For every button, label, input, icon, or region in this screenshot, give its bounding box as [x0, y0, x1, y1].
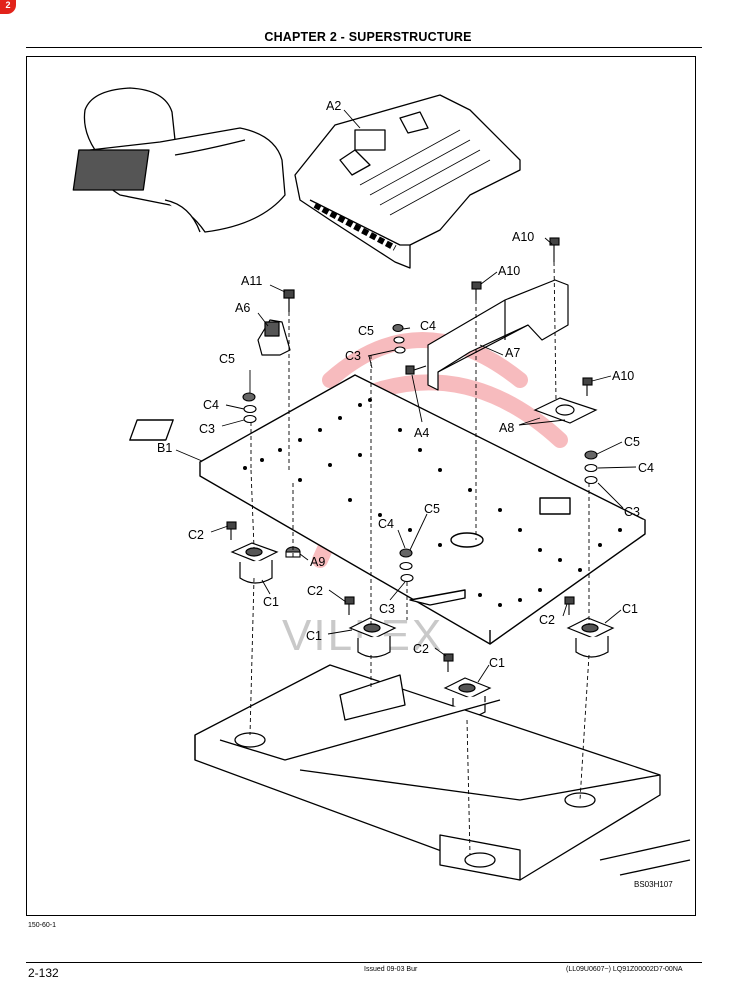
mount-c1-right: [566, 617, 615, 658]
callout-c2-left: C2: [188, 528, 204, 542]
header-rule: [26, 47, 702, 48]
seat-control-panel: [72, 149, 150, 191]
callout-c5-right: C5: [624, 435, 640, 449]
callout-c2-lower: C2: [413, 642, 429, 656]
bolt-c2-lower: [443, 653, 454, 672]
floor-plate-opening-left: [339, 149, 371, 176]
callout-a8: A8: [499, 421, 514, 435]
frame-cross-members: [219, 699, 661, 801]
bolt-a4: [405, 365, 427, 375]
callout-a10-top: A10: [512, 230, 534, 244]
callout-c5-top: C5: [358, 324, 374, 338]
footer-rule: [26, 962, 702, 963]
callout-c4-right: C4: [638, 461, 654, 475]
callout-c4-left: C4: [203, 398, 219, 412]
bolt-a10-mid: [471, 281, 482, 300]
base-plate-b1: [129, 374, 646, 645]
frame-socket-right: [564, 792, 596, 808]
seat-illustration: [72, 87, 286, 233]
nut-washer-stack-top: [392, 323, 406, 354]
base-plate-slot: [450, 532, 484, 548]
nut-washer-stack-right: [584, 450, 598, 485]
callout-c4-mid: C4: [378, 517, 394, 531]
bolt-c2-left: [226, 521, 237, 540]
issued-note: Issued 09-03 Bur: [364, 966, 418, 973]
machine-frame: [194, 664, 691, 881]
callout-c1-right: C1: [622, 602, 638, 616]
nut-washer-stack-mid: [399, 548, 414, 583]
callout-a9: A9: [310, 555, 325, 569]
figure-code: BS03H107: [634, 880, 673, 889]
base-plate-cutout-left: [129, 419, 174, 441]
callout-c5-mid: C5: [424, 502, 440, 516]
seat-fold-line: [164, 199, 201, 233]
figure-frame: [26, 56, 696, 916]
floor-plate-opening-right: [399, 111, 429, 134]
frame-socket-lower: [464, 852, 496, 868]
callout-a2: A2: [326, 99, 341, 113]
callout-a11: A11: [241, 274, 262, 288]
watermark-arc-top: [322, 332, 528, 388]
callout-c5-left: C5: [219, 352, 235, 366]
frame-socket-left: [234, 732, 266, 748]
bracket-a6: [257, 319, 291, 356]
base-plate-notch: [409, 589, 466, 606]
frame-rails: [599, 839, 691, 876]
bolt-c2-right: [564, 596, 575, 615]
floor-plate-ribs: [359, 129, 491, 216]
seat-backrest: [83, 87, 176, 151]
callout-leaders: [175, 109, 637, 683]
reference-code: 150-60-1: [28, 922, 57, 929]
callout-c3-mid: C3: [379, 602, 395, 616]
callout-a7: A7: [505, 346, 520, 360]
callout-c1-left: C1: [263, 595, 279, 609]
callout-c3-right: C3: [624, 505, 640, 519]
bracket-a7: [427, 279, 569, 391]
chapter-header-title: CHAPTER 2 - SUPERSTRUCTURE: [264, 30, 472, 44]
plate-a8: [533, 397, 598, 424]
callout-c2-mid: C2: [307, 584, 323, 598]
bolt-a10-top: [549, 237, 560, 262]
bolt-a11: [283, 289, 295, 312]
page-corner-badge: 2: [0, 0, 16, 14]
callout-a10-right: A10: [612, 369, 634, 383]
callout-a4: A4: [414, 426, 429, 440]
seat-seam: [174, 139, 246, 156]
page-number: 2-132: [28, 966, 59, 980]
floor-plate-edge: [309, 199, 410, 246]
bolt-c2-mid: [344, 596, 355, 615]
callout-c1-mid: C1: [306, 629, 322, 643]
mount-c1-left: [230, 542, 279, 584]
callout-b1: B1: [157, 441, 172, 455]
document-code: (LL09U0607~) LQ91Z00002D7-00NA: [566, 966, 683, 973]
mount-c1-mid: [348, 617, 397, 658]
base-plate-cutout-right: [539, 497, 571, 515]
frame-bracket-mid: [339, 674, 406, 721]
callout-c1-lower: C1: [489, 656, 505, 670]
callout-a6: A6: [235, 301, 250, 315]
bolt-a10-right: [582, 377, 593, 396]
floor-plate-rubber-strip: [313, 202, 397, 251]
callout-c2-right: C2: [539, 613, 555, 627]
floor-plate-pedal-opening: [354, 129, 386, 151]
nut-washer-stack-left: [242, 392, 257, 424]
callout-c4-top: C4: [420, 319, 436, 333]
floor-plate-a2: [294, 94, 521, 269]
callout-c3-top: C3: [345, 349, 361, 363]
alignment-lines: [249, 261, 590, 856]
callout-c3-left: C3: [199, 422, 215, 436]
callout-a10-mid: A10: [498, 264, 520, 278]
